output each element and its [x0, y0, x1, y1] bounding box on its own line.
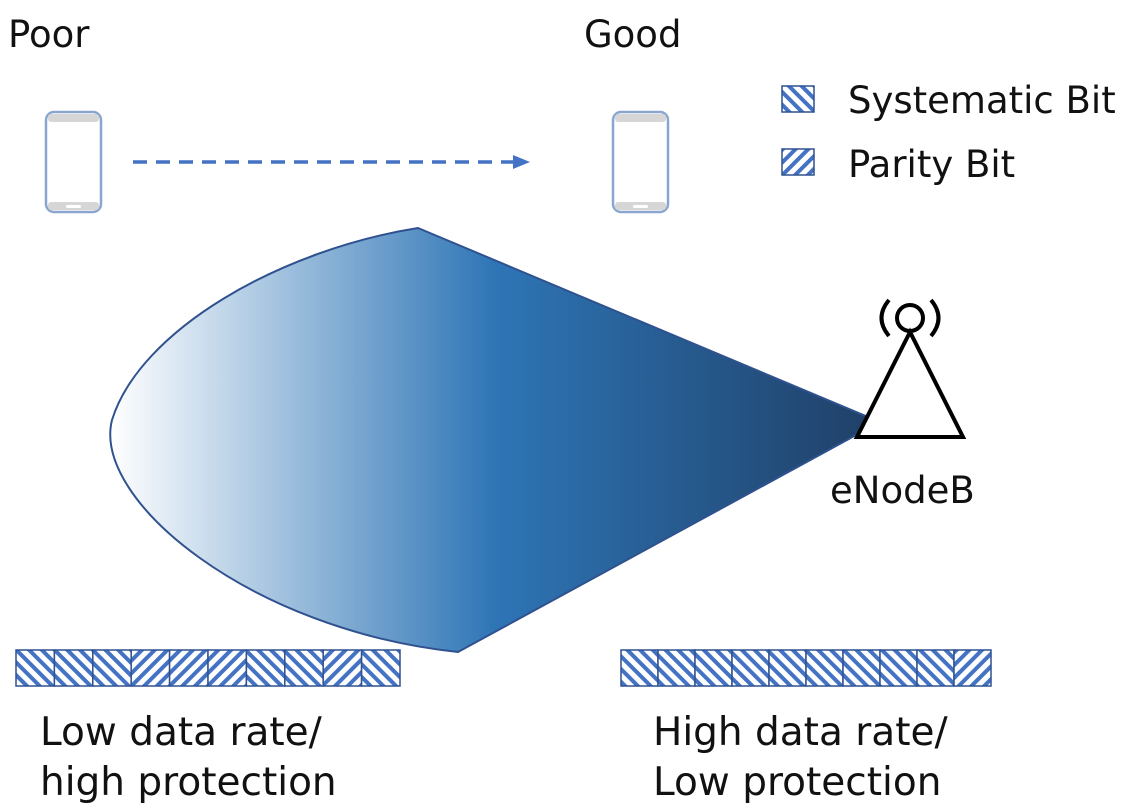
systematic-bit: [360, 649, 401, 687]
legend-parity-swatch: [781, 148, 815, 176]
parity-bit: [207, 649, 248, 687]
legend-systematic-swatch: [781, 85, 815, 113]
good-label: Good: [584, 13, 682, 56]
high-rate-line1: High data rate/: [653, 710, 948, 755]
parity-bit: [953, 649, 992, 687]
systematic-bit: [842, 649, 881, 687]
high-rate-line2: Low protection: [653, 760, 942, 805]
systematic-bit: [620, 649, 659, 687]
phone-icon: [611, 110, 670, 214]
bit-block-low: [15, 649, 401, 687]
systematic-bit: [92, 649, 132, 687]
coverage-beam: [109, 226, 883, 654]
high-rate-caption: High data rate/ Low protection: [653, 708, 948, 808]
enodeb-label: eNodeB: [830, 469, 975, 512]
low-rate-line2: high protection: [40, 760, 337, 805]
parity-bit: [130, 649, 171, 687]
poor-label: Poor: [8, 13, 90, 56]
legend-parity-label: Parity Bit: [848, 143, 1016, 186]
bit-block-high: [620, 649, 992, 687]
parity-bit: [322, 649, 363, 687]
systematic-bit: [657, 649, 696, 687]
systematic-bit: [245, 649, 286, 687]
systematic-bit: [15, 649, 56, 687]
systematic-bit: [768, 649, 807, 687]
parity-bit: [168, 649, 209, 687]
low-rate-caption: Low data rate/ high protection: [40, 708, 337, 808]
low-rate-line1: Low data rate/: [40, 710, 322, 755]
phone-icon: [44, 110, 103, 214]
antenna-tower-icon: [853, 298, 967, 439]
systematic-bit: [284, 649, 324, 687]
systematic-bit: [731, 649, 770, 687]
systematic-bit: [879, 649, 918, 687]
legend-systematic-label: Systematic Bit: [848, 79, 1116, 122]
systematic-bit: [805, 649, 844, 687]
systematic-bit: [916, 649, 955, 687]
systematic-bit: [53, 649, 94, 687]
dashed-arrow-icon: [133, 155, 530, 169]
systematic-bit: [694, 649, 733, 687]
